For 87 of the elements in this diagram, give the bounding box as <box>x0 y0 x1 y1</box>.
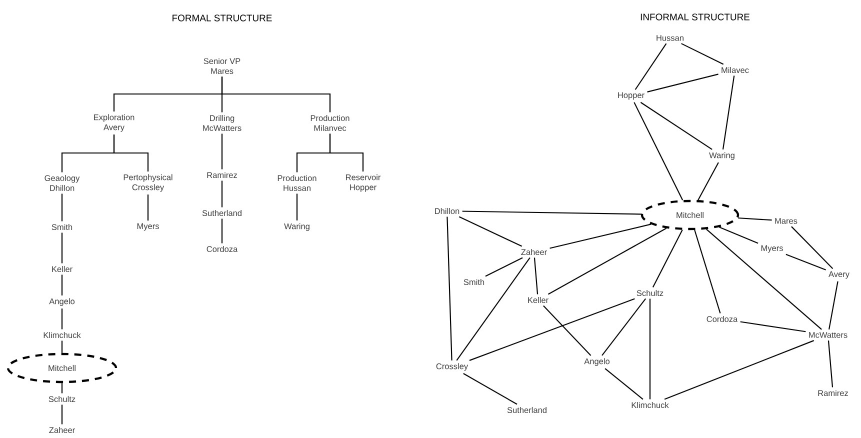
connector-line <box>61 383 63 394</box>
connector-line <box>634 43 667 90</box>
connector-line <box>719 226 758 244</box>
name-label: Angelo <box>584 358 610 366</box>
name-label: Drilling McWatters <box>203 114 242 131</box>
connector-line <box>740 321 806 332</box>
name-label: Waring <box>284 223 310 231</box>
connector-line <box>446 216 452 360</box>
name-label: Mares <box>775 218 798 224</box>
name-label: Geaology Dhillon <box>44 174 80 191</box>
connector-line <box>221 76 331 112</box>
connector-line <box>548 228 667 295</box>
connector-line <box>706 228 822 330</box>
connector-line <box>221 180 223 208</box>
name-label: Keller <box>528 296 548 304</box>
name-label: Zaheer <box>521 248 547 256</box>
name-label: Ramirez <box>207 172 237 178</box>
connector-line <box>113 134 149 172</box>
connector-line <box>738 217 772 221</box>
name-label: Crossley <box>436 363 468 371</box>
name-label: Schultz <box>48 396 76 402</box>
name-label: Sutherland <box>202 210 242 216</box>
connector-line <box>147 194 149 221</box>
connector-line <box>534 258 538 294</box>
name-label: Cordoza <box>206 246 238 252</box>
name-label: Senior VP Mares <box>204 58 240 74</box>
connector-line <box>602 298 646 356</box>
connector-line <box>221 218 223 244</box>
connector-line <box>458 216 522 247</box>
name-label: Hopper <box>618 92 644 100</box>
connector-line <box>698 162 719 200</box>
name-label: Zaheer <box>49 426 75 434</box>
connector-line <box>634 102 684 200</box>
name-label: Cordoza <box>706 316 738 322</box>
name-label: Reservoir Hopper <box>346 174 381 192</box>
name-label: Dhillon <box>435 208 460 214</box>
name-label: Schultz <box>636 290 664 296</box>
connector-line <box>640 102 712 150</box>
name-label: Myers <box>761 245 783 253</box>
name-label: Exploration Avery <box>94 114 134 132</box>
connector-line <box>652 230 683 288</box>
connector-line <box>221 134 223 170</box>
name-label: Production Hussan <box>278 174 316 191</box>
connector-line <box>791 226 834 269</box>
name-label: Klimchuck <box>44 332 81 338</box>
name-label: Pertophysical Crossley <box>124 174 172 192</box>
name-label: Ramirez <box>818 390 848 396</box>
connector-line <box>828 340 834 388</box>
connector-line <box>722 76 735 150</box>
name-label: Myers <box>137 223 159 231</box>
connector-line <box>61 404 63 424</box>
name-label: Waring <box>709 152 734 160</box>
connector-line <box>296 194 298 220</box>
connector-line <box>463 373 518 405</box>
name-label: Milavec <box>722 66 749 74</box>
connector-line <box>550 224 652 249</box>
name-label: Angelo <box>49 298 75 306</box>
connector-line <box>469 298 635 361</box>
name-label: Smith <box>464 278 484 286</box>
connector-line <box>61 274 63 296</box>
connector-line <box>329 134 364 172</box>
connector-line <box>61 232 63 264</box>
name-label: McWatters <box>809 332 848 338</box>
section-heading: INFORMAL STRUCTURE <box>640 14 750 20</box>
connector-line <box>649 298 651 400</box>
connector-line <box>786 254 826 270</box>
connector-line <box>456 257 530 361</box>
connector-line <box>664 340 814 400</box>
connector-line <box>61 194 63 222</box>
section-heading: FORMAL STRUCTURE <box>172 14 272 22</box>
name-label: Klimchuck <box>632 402 669 408</box>
name-label: Keller <box>52 266 72 272</box>
name-label: Sutherland <box>507 406 546 414</box>
connector-line <box>828 281 838 330</box>
connector-line <box>485 257 523 277</box>
connector-line <box>604 368 644 400</box>
name-label: Smith <box>52 224 72 230</box>
name-label: Avery <box>828 271 850 279</box>
connector-line <box>462 210 641 215</box>
name-label: Hussan <box>656 35 684 41</box>
connector-line <box>647 74 718 92</box>
connector-line <box>694 230 721 314</box>
connector-line <box>543 305 592 356</box>
connector-line <box>681 43 724 65</box>
name-label: Production Milanvec <box>310 114 350 131</box>
connector-line <box>61 340 63 353</box>
connector-line <box>61 308 63 330</box>
